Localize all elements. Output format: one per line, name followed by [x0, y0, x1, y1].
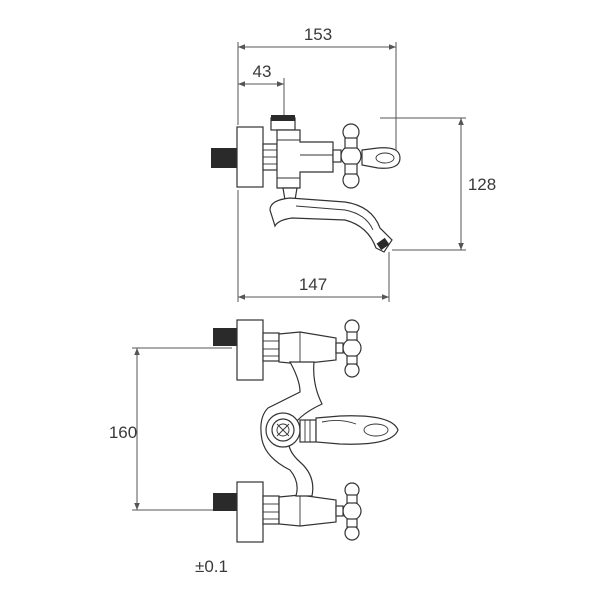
lower-inlet-thread	[213, 493, 237, 511]
dimension-128-label: 128	[468, 175, 496, 194]
lever-handle	[361, 147, 401, 169]
upper-inlet-thread	[213, 328, 237, 346]
dimension-160: 160	[109, 347, 232, 511]
dimension-147-label: 147	[299, 275, 327, 294]
front-view: 160	[109, 319, 399, 576]
cross-handle	[332, 123, 362, 189]
dimension-128: 128	[380, 117, 496, 251]
central-body	[260, 361, 399, 497]
faucet-side-view	[211, 115, 401, 253]
diverter-lever	[315, 415, 399, 445]
lower-inlet	[213, 481, 362, 543]
dimension-43: 43	[237, 62, 285, 125]
dimension-160-label: 160	[109, 423, 137, 442]
spout	[269, 197, 393, 253]
tolerance-note: ±0.1	[195, 557, 228, 576]
side-view: 153 43 128 147	[211, 25, 496, 302]
wall-flange	[236, 126, 264, 188]
dimension-147: 147	[237, 190, 390, 302]
inlet-thread	[211, 148, 237, 168]
upper-inlet	[213, 319, 362, 381]
dimension-43-label: 43	[253, 62, 272, 81]
valve-body	[276, 129, 334, 189]
dimension-153-label: 153	[304, 25, 332, 44]
